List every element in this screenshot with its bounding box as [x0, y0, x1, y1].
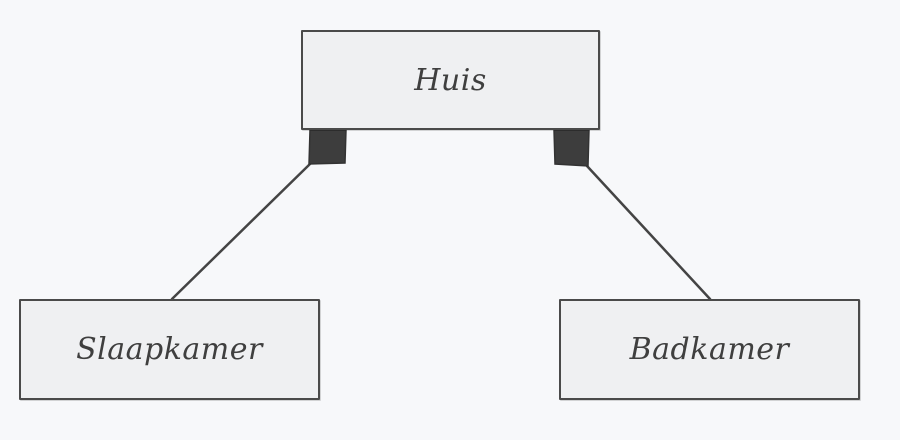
connector-huis-slaapkamer: [170, 161, 313, 301]
connector-huis-badkamer: [585, 164, 712, 301]
composition-marker-badkamer: [553, 129, 590, 167]
node-huis-label: Huis: [414, 62, 487, 98]
node-huis[interactable]: Huis: [301, 30, 600, 130]
composition-marker-slaapkamer: [308, 129, 347, 165]
node-badkamer[interactable]: Badkamer: [559, 299, 860, 400]
node-slaapkamer-label: Slaapkamer: [76, 332, 263, 367]
node-badkamer-label: Badkamer: [629, 332, 790, 367]
node-slaapkamer[interactable]: Slaapkamer: [19, 299, 320, 400]
